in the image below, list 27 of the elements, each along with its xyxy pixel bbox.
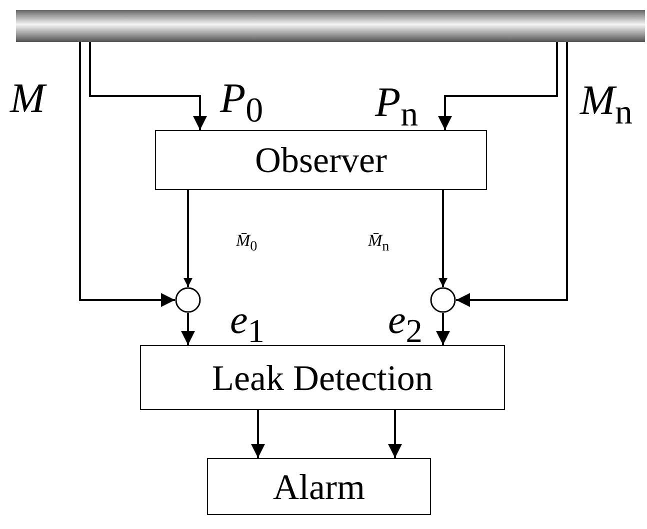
edge-label: e$_{1}$ bbox=[230, 300, 264, 348]
edge-label: M̄$_{0}$ bbox=[236, 232, 258, 254]
summing-circle bbox=[175, 287, 201, 313]
process-box bbox=[140, 345, 505, 410]
box-label: Observer bbox=[255, 139, 387, 181]
edge-label: M̄$_{n}$ bbox=[368, 232, 390, 254]
summing-circle bbox=[430, 287, 456, 313]
arrow bbox=[181, 313, 195, 345]
box-label: Leak Detection bbox=[212, 356, 433, 398]
arrow bbox=[388, 410, 402, 458]
process-box bbox=[155, 130, 487, 190]
edge-label: P$_{n}$ bbox=[375, 82, 418, 132]
edge-label: e$_{2}$ bbox=[388, 300, 422, 348]
edge-label: P$_{0}$ bbox=[220, 78, 264, 128]
arrow bbox=[89, 42, 207, 130]
arrow bbox=[438, 190, 448, 287]
arrow bbox=[438, 42, 558, 130]
box-label: Alarm bbox=[273, 466, 365, 508]
arrow bbox=[184, 190, 192, 287]
arrow bbox=[79, 42, 175, 307]
edge-label: M$_{n}$ bbox=[580, 80, 632, 130]
arrow bbox=[456, 42, 568, 307]
edge-label: M bbox=[10, 78, 45, 120]
arrow bbox=[436, 313, 450, 345]
process-box bbox=[207, 458, 431, 515]
pipeline-bar bbox=[16, 10, 645, 42]
arrow bbox=[251, 410, 265, 458]
